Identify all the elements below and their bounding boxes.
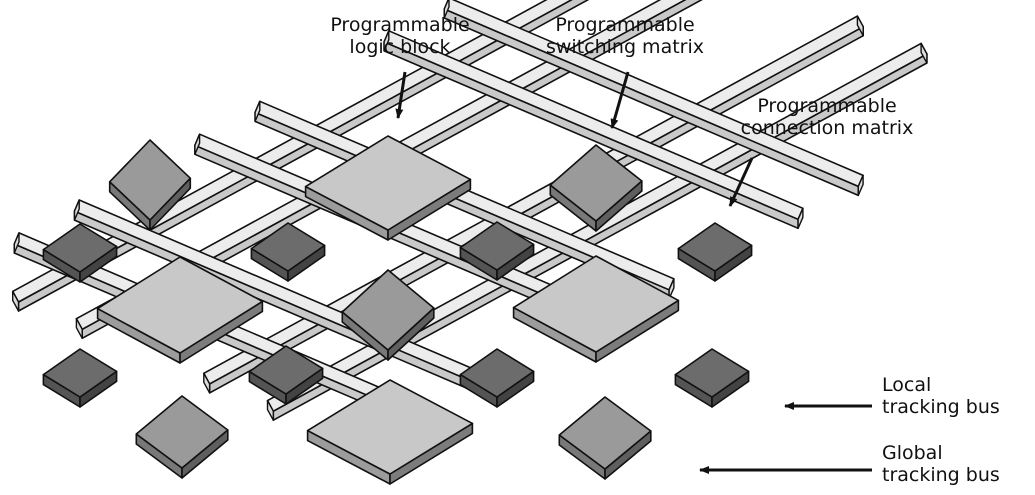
- bus-end-cap: [383, 30, 390, 52]
- programmable-blocks: [42, 135, 753, 485]
- connection-matrix: [248, 345, 324, 405]
- label-connection-matrix: Programmable connection matrix: [740, 95, 914, 139]
- bus-end-cap: [13, 232, 20, 254]
- connection-matrix: [42, 348, 118, 408]
- arrow-connection-matrix: [728, 157, 754, 207]
- switching-matrix: [558, 396, 652, 480]
- logic-block: [304, 135, 472, 241]
- bus-end-cap: [856, 15, 864, 37]
- global-tracking-bus: [443, 0, 864, 197]
- label-logic-block: Programmable logic block: [330, 14, 470, 58]
- bus-end-cap: [857, 174, 864, 197]
- bus-end-cap: [254, 100, 261, 123]
- label-local-tracking-bus: Local tracking bus: [882, 374, 1000, 418]
- bus-end-cap: [194, 133, 201, 156]
- bus-end-cap: [73, 199, 80, 221]
- logic-block: [306, 379, 474, 485]
- switching-matrix: [549, 144, 643, 232]
- connection-matrix: [459, 348, 535, 408]
- logic-block: [512, 255, 680, 363]
- switching-matrix: [341, 269, 435, 361]
- bus-end-cap: [11, 290, 20, 312]
- arrow-switching-matrix: [610, 71, 630, 129]
- bus-end-cap: [75, 318, 83, 339]
- switching-matrix: [108, 139, 192, 231]
- connection-matrix: [42, 223, 118, 283]
- bus-end-cap: [203, 372, 211, 394]
- connection-matrix: [677, 222, 753, 282]
- connection-matrix: [250, 222, 326, 282]
- callout-arrows: [395, 71, 872, 474]
- logic-block: [96, 256, 264, 364]
- label-switching-matrix: Programmable switching matrix: [545, 14, 704, 58]
- bus-end-cap: [920, 42, 928, 64]
- switching-matrix: [135, 395, 229, 479]
- connection-matrix: [459, 221, 535, 281]
- arrow-logic-block: [395, 71, 407, 119]
- bus-end-cap: [443, 0, 450, 19]
- bus-end-cap: [797, 207, 804, 230]
- label-global-tracking-bus: Global tracking bus: [882, 442, 1000, 486]
- connection-matrix: [674, 348, 750, 408]
- bus-end-cap: [266, 399, 274, 421]
- global-tracking-bus: [383, 29, 804, 230]
